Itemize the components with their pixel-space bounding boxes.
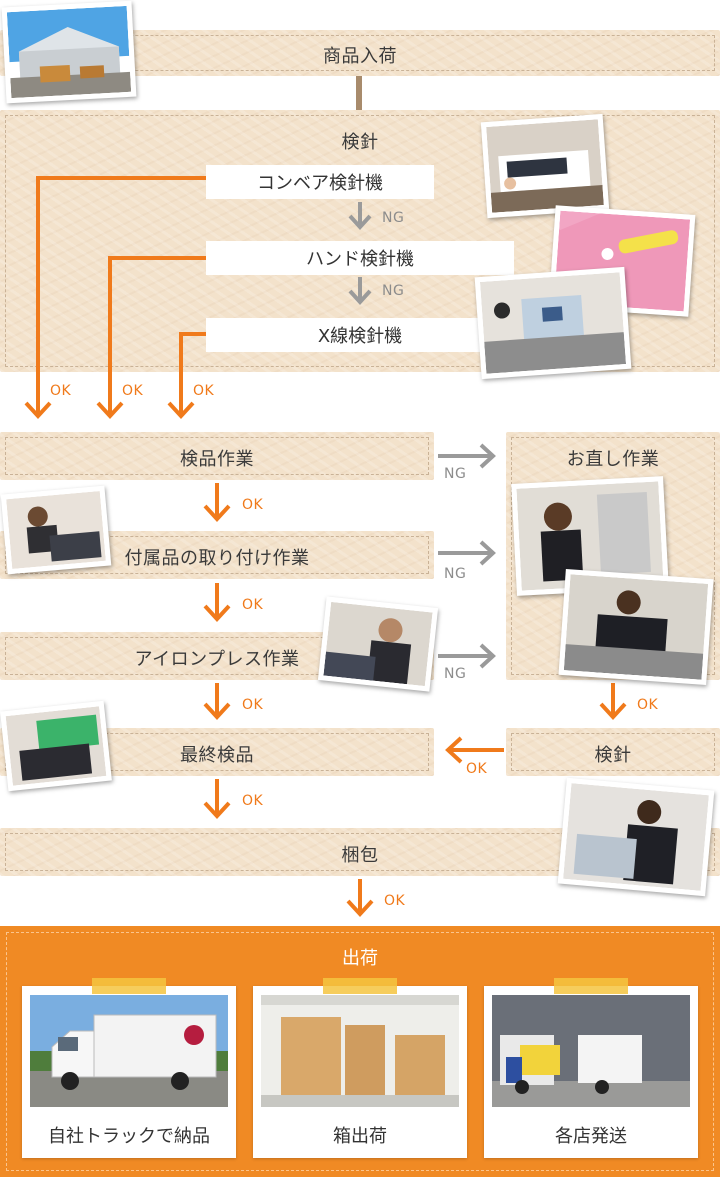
xray-detector-label: X線検針機 — [206, 318, 514, 352]
shipping-card-boxes: 箱出荷 — [253, 978, 467, 1158]
iron-press-label: アイロンプレス作業 — [134, 649, 300, 670]
xray-detector-text: X線検針機 — [317, 326, 403, 347]
product-inspection-label: 検品作業 — [180, 449, 254, 470]
ok-tag-step-1: OK — [242, 497, 264, 513]
stores-photo — [492, 995, 690, 1107]
conveyor-detector-label: コンベア検針機 — [206, 165, 434, 199]
ng-tag-conveyor: NG — [382, 210, 405, 226]
tape-decoration — [323, 978, 397, 994]
hand-detector-text: ハンド検針機 — [306, 249, 414, 270]
xray-photo — [474, 266, 632, 380]
ok-path-conveyor — [36, 176, 206, 415]
ok-tag-step-3: OK — [242, 697, 264, 713]
ok-tag-3: OK — [193, 383, 215, 399]
packing-label: 梱包 — [341, 845, 379, 866]
ng-tag-accessory: NG — [444, 566, 467, 582]
ng-tag-hand: NG — [382, 283, 405, 299]
warehouse-photo — [1, 0, 137, 104]
ng-tag-product-inspection: NG — [444, 466, 467, 482]
product-inspection-box — [0, 432, 434, 480]
conveyor-photo — [480, 113, 610, 219]
ok-tag-packing: OK — [384, 893, 406, 909]
recheck-box — [506, 728, 720, 776]
repair-photo-1 — [511, 476, 669, 596]
tape-decoration — [554, 978, 628, 994]
ok-tag-step-4: OK — [242, 793, 264, 809]
accessory-label: 付属品の取り付け作業 — [124, 548, 310, 569]
hand-detector-label: ハンド検針機 — [206, 241, 514, 275]
ok-head-3 — [167, 401, 195, 419]
accessory-box — [0, 531, 434, 579]
ok-tag-1: OK — [50, 383, 72, 399]
shipping-caption-boxes: 箱出荷 — [333, 1126, 387, 1147]
shipping-caption-stores: 各店発送 — [555, 1126, 627, 1147]
iron-press-photo — [317, 596, 439, 692]
final-inspection-label: 最終検品 — [180, 745, 254, 766]
ng-tag-iron-press: NG — [444, 666, 467, 682]
shipping-title: 出荷 — [342, 948, 378, 969]
shipping-card-truck: 自社トラックで納品 — [22, 978, 236, 1158]
arrival-connector — [356, 76, 362, 110]
packing-photo — [557, 777, 715, 897]
final-inspection-photo — [0, 700, 112, 792]
recheck-label: 検針 — [594, 745, 632, 766]
ok-tag-2: OK — [122, 383, 144, 399]
inspection-work-photo — [0, 485, 112, 575]
ok-head-2 — [96, 401, 124, 419]
inspection-title: 検針 — [341, 132, 379, 153]
ok-tag-step-2: OK — [242, 597, 264, 613]
repair-photo-2 — [558, 568, 714, 686]
repair-title: お直し作業 — [566, 449, 660, 470]
ok-path-hand — [108, 256, 206, 415]
arrival-label: 商品入荷 — [323, 46, 397, 67]
boxes-photo — [261, 995, 459, 1107]
ok-head-1 — [24, 401, 52, 419]
flow-arrows — [24, 176, 627, 917]
shipping-card-stores: 各店発送 — [484, 978, 698, 1158]
ok-tag-recheck-return: OK — [466, 761, 488, 777]
ok-path-xray — [179, 332, 206, 415]
ok-tag-repair: OK — [637, 697, 659, 713]
shipping-caption-truck: 自社トラックで納品 — [48, 1126, 210, 1147]
conveyor-detector-text: コンベア検針機 — [257, 173, 383, 194]
truck-photo — [30, 995, 228, 1107]
tape-decoration — [92, 978, 166, 994]
